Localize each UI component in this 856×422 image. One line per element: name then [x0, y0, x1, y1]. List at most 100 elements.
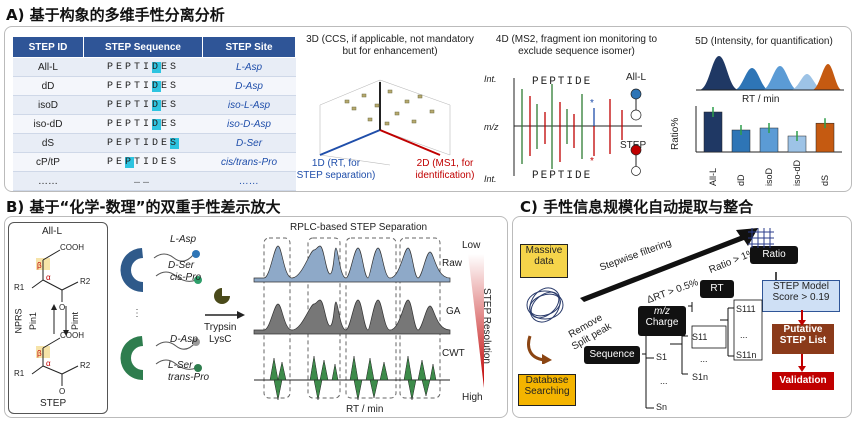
- sequence-residue: P: [124, 137, 134, 149]
- rt-box: RT: [700, 280, 734, 298]
- sequence-residue: P: [124, 61, 134, 73]
- sequence-residue: I: [143, 61, 153, 73]
- mz-charge-box: m/z Charge: [638, 306, 686, 336]
- chem-alpha-bottom: α: [46, 359, 51, 368]
- step-site-cell: iso-D-Asp: [202, 114, 296, 134]
- resolution-low: Low: [462, 240, 481, 251]
- sequence-residue: S: [170, 80, 180, 92]
- sequence-residue: I: [143, 156, 153, 168]
- svg-text:*: *: [590, 156, 594, 167]
- sequence-residue: E: [161, 118, 171, 130]
- sequence-residue: D: [152, 61, 162, 73]
- step-sequence-cell: PEPTIDES: [83, 95, 203, 115]
- ratio-box: Ratio: [750, 246, 798, 264]
- sequence-residue: E: [115, 80, 125, 92]
- tree-s1: S1: [656, 352, 667, 362]
- tree-s1n-text: S1n: [692, 372, 709, 382]
- step-id-cell: dD: [12, 76, 84, 96]
- chrom-rt-label: RT / min: [346, 404, 384, 415]
- svg-text:*: *: [590, 98, 594, 109]
- rt-text: RT: [710, 283, 724, 294]
- dim-2d-label: 2D (MS1, for identification): [400, 158, 490, 182]
- enzyme-label: Trypsin LysC: [204, 322, 236, 346]
- step-sequence-cell: PEPTIDES: [83, 152, 203, 172]
- massive-data-box: Massive data: [520, 244, 568, 278]
- resolution-high: High: [462, 392, 483, 403]
- ratio-x-tick-label: iso-dD: [792, 159, 802, 186]
- intensity-rt-label: RT / min: [742, 94, 780, 105]
- ms2-peptide-bottom-text: PEPTIDE: [532, 170, 593, 182]
- panel-c-frame: [512, 216, 852, 418]
- ratio-axis-label: Ratio%: [670, 117, 681, 150]
- ms2-peptide-top: PEPTIDE: [532, 76, 592, 88]
- sequence-residue: T: [133, 137, 143, 149]
- sequence-residue: P: [106, 80, 116, 92]
- ms2-peptide-bottom: PEPTIDE: [532, 170, 592, 182]
- sequence-residue: E: [115, 118, 125, 130]
- chrom-cwt-label: CWT: [442, 348, 465, 359]
- sequence-residue: D: [152, 118, 162, 130]
- table-header-1: STEP Sequence: [83, 36, 203, 58]
- dim-2d-line2: identification): [415, 170, 475, 181]
- sequence-text: Sequence: [589, 349, 635, 360]
- label-cis-pro: cis-Pro: [170, 272, 202, 283]
- enzyme-lysc: LysC: [209, 334, 232, 345]
- step-site-cell: D-Asp: [202, 76, 296, 96]
- putative-list-box: Putative STEP List: [772, 324, 834, 354]
- svg-text:⋮: ⋮: [132, 308, 142, 319]
- label-d-ser: D-Ser: [168, 260, 195, 271]
- tree-s111: S111: [736, 304, 756, 314]
- filter-arrow: [580, 228, 758, 302]
- dim-4d-label: 4D (MS2, fragment ion monitoring to excl…: [495, 34, 658, 57]
- sequence-residue: I: [143, 99, 153, 111]
- sequence-residue: T: [133, 99, 143, 111]
- chem-cooh-top: COOH: [60, 243, 84, 252]
- sequence-residue: E: [115, 156, 125, 168]
- ratio-bar: [703, 111, 723, 153]
- step-id-cell: dS: [12, 133, 84, 153]
- label-d-asp: D-Asp: [170, 334, 198, 345]
- step-site-cell: iso-L-Asp: [202, 95, 296, 115]
- sequence-residue: S: [170, 99, 180, 111]
- flow-arrows-right: [775, 272, 806, 372]
- dim-5d-label: 5D (Intensity, for quantification): [695, 36, 833, 47]
- sequence-residue: P: [106, 118, 116, 130]
- panel-b-title: B) 基于“化学-数理”的双重手性差示放大: [6, 198, 281, 216]
- sequence-residue: D: [152, 80, 162, 92]
- panel-b-frame: [4, 216, 508, 418]
- pin1-text: Pin1: [28, 311, 39, 331]
- sequence-residue: S: [170, 156, 180, 168]
- panel-a-title: A) 基于构象的多维手性分离分析: [6, 6, 225, 24]
- tree-dots-2: ...: [700, 354, 708, 364]
- dim-1d-label: 1D (RT, for STEP separation): [286, 158, 386, 182]
- nprs-label: NPRS: [14, 308, 24, 333]
- sequence-residue: E: [161, 80, 171, 92]
- sequence-residue: E: [161, 99, 171, 111]
- chem-structure-box: [8, 222, 108, 414]
- sequence-residue: P: [106, 156, 116, 168]
- chem-cooh-bottom: COOH: [60, 331, 84, 340]
- chem-step-label: STEP: [40, 398, 67, 409]
- chem-r1-bottom: R1: [14, 369, 25, 378]
- charge-text: Charge: [645, 317, 679, 328]
- chem-beta-top: β: [37, 261, 42, 270]
- step-site-cell: cis/trans-Pro: [202, 152, 296, 172]
- sequence-residue: S: [170, 137, 180, 149]
- scatter-3d-plot: [319, 79, 451, 166]
- step-site-cell: D-Ser: [202, 133, 296, 153]
- sequence-residue: E: [161, 137, 171, 149]
- chem-r1-top: R1: [14, 283, 25, 292]
- step-sequence-cell: PEPTIDES: [83, 133, 203, 153]
- ratio-bar-chart: [695, 106, 842, 153]
- label-trans-pro: trans-Pro: [168, 372, 210, 383]
- sequence-residue: E: [115, 137, 125, 149]
- validation-box: Validation: [772, 372, 834, 390]
- step-id-cell: cP/tP: [12, 152, 84, 172]
- data-tangle-icon: [526, 287, 564, 323]
- sequence-residue: ……: [133, 175, 152, 187]
- curved-arrow: [527, 335, 552, 364]
